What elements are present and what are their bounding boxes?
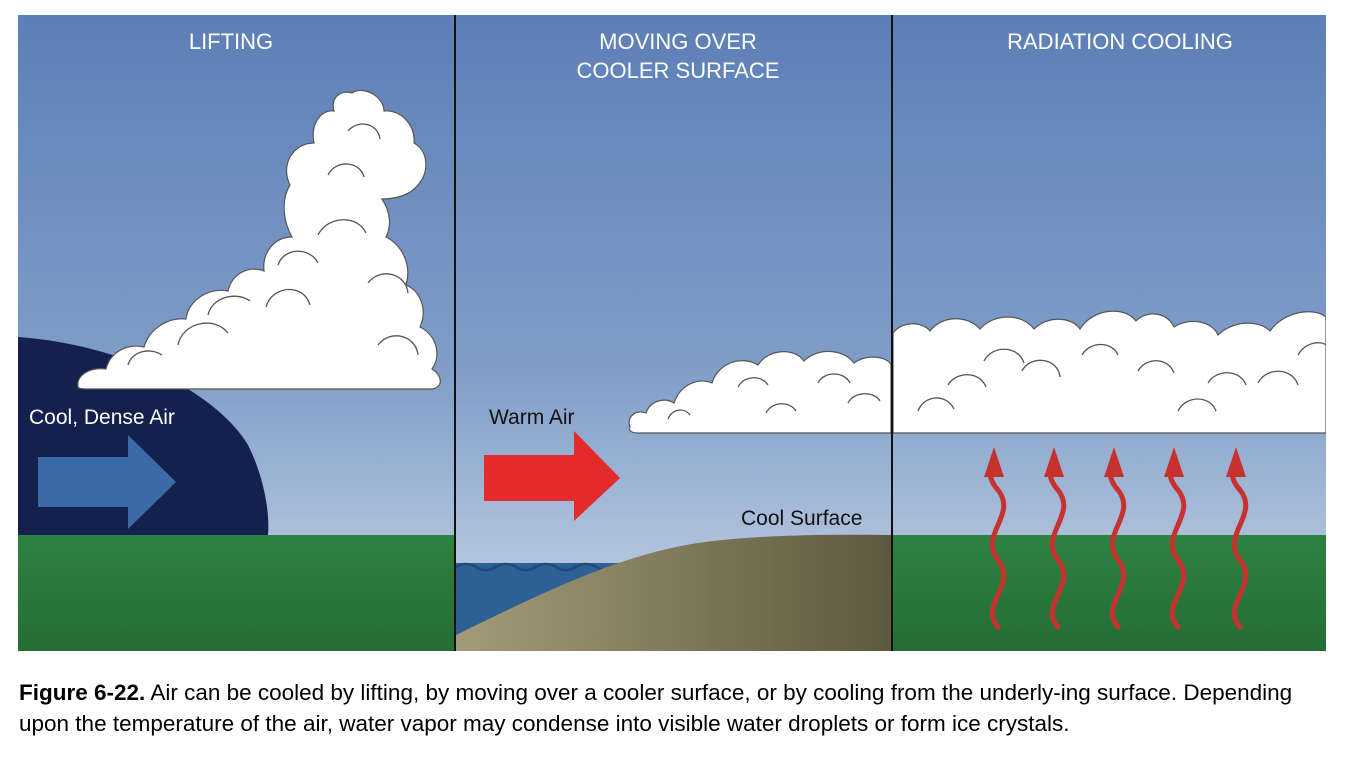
panel-title: MOVING OVER (599, 29, 757, 54)
ground (18, 535, 454, 651)
panel-title: COOLER SURFACE (577, 58, 780, 83)
air-label: Warm Air (489, 406, 575, 429)
panel-lifting: Cool, Dense Air LIFTING (18, 15, 454, 651)
wavy-up-arrow-icon (1104, 447, 1127, 630)
wavy-up-arrow-icon (1226, 447, 1249, 630)
ground (893, 535, 1326, 651)
surface-label: Cool Surface (741, 507, 862, 530)
right-arrow-icon (484, 431, 620, 521)
cool-surface-land (456, 534, 891, 651)
air-label: Cool, Dense Air (29, 406, 175, 429)
caption-text: Air can be cooled by lifting, by moving … (19, 680, 1293, 736)
panel-title: RADIATION COOLING (1007, 29, 1233, 54)
figure-illustration: Cool, Dense Air LIFTING Warm Air Cool Su… (18, 15, 1326, 651)
wavy-up-arrow-icon (1164, 447, 1187, 630)
panel-moving-over-cooler-surface: Warm Air Cool Surface MOVING OVER COOLER… (455, 15, 892, 651)
stratus-cloud-icon (628, 350, 892, 434)
fog-cloud-icon (892, 310, 1326, 434)
cumulus-cloud-icon (77, 89, 441, 390)
right-arrow-icon (38, 435, 176, 529)
figure-number: Figure 6-22. (19, 680, 146, 705)
figure-caption: Figure 6-22. Air can be cooled by liftin… (19, 677, 1319, 739)
wavy-up-arrow-icon (1044, 447, 1067, 630)
panel-radiation-cooling: RADIATION COOLING (892, 15, 1326, 651)
heat-arrows (984, 447, 1249, 630)
panel-title: LIFTING (189, 29, 273, 54)
wavy-up-arrow-icon (984, 447, 1007, 630)
